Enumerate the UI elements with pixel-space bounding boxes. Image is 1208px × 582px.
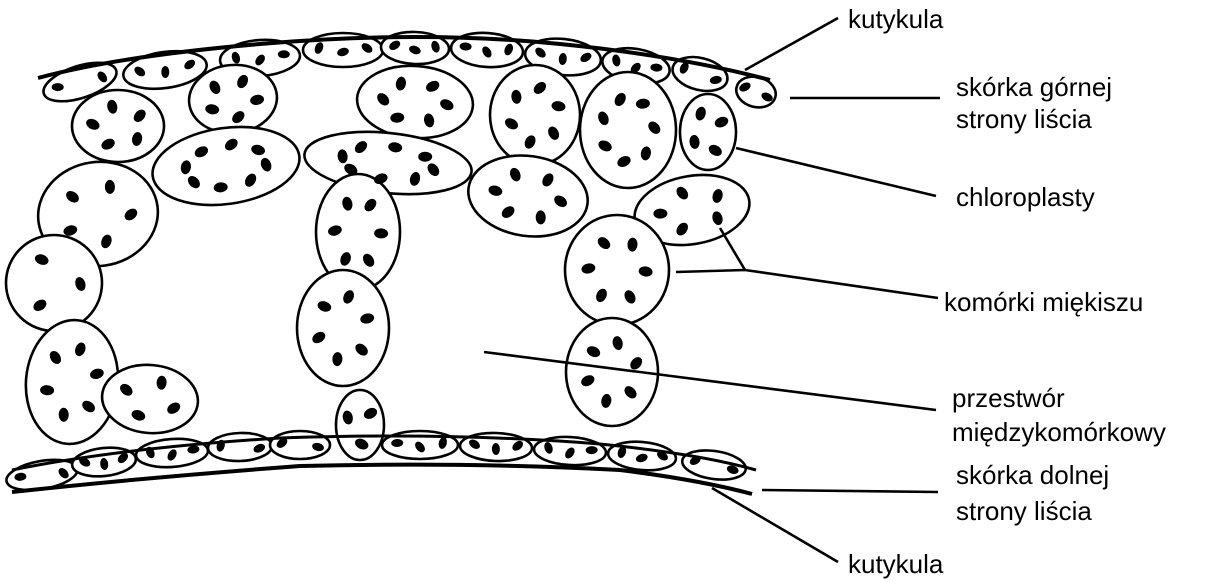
leader-lower-epidermis [762, 490, 938, 492]
label-cuticle-bottom: kutykula [848, 549, 943, 580]
label-intercellular-space-line2: międzykomórkowy [952, 417, 1166, 448]
leader-cuticle-top [745, 18, 838, 70]
chloroplast [52, 83, 64, 91]
chloroplast [161, 66, 169, 78]
parenchyma-cell [490, 65, 580, 165]
parenchyma-cell [297, 270, 389, 386]
label-chloroplasts: chloroplasty [956, 182, 1095, 213]
label-parenchyma-cells: komórki miękiszu [944, 287, 1143, 318]
leader-chloroplasts [736, 148, 936, 196]
parenchyma-cell [336, 390, 384, 460]
label-upper-epidermis-line2: strony liścia [956, 104, 1092, 135]
leader-cuticle-bottom [712, 488, 838, 562]
leader-parenchyma-cells [676, 270, 938, 298]
parenchyma-cell [72, 90, 164, 162]
label-upper-epidermis-line1: skórka górnej [956, 72, 1112, 103]
leader-intercellular-space [484, 352, 936, 410]
parenchyma-cell [147, 118, 304, 214]
chloroplast [278, 50, 290, 58]
label-intercellular-space-line1: przestwór [952, 383, 1065, 414]
parenchyma-cell [680, 94, 736, 170]
parenchyma-cell [463, 148, 593, 244]
label-cuticle-top: kutykula [848, 4, 943, 35]
parenchyma-cell [565, 215, 669, 325]
parenchyma-cell [6, 235, 102, 331]
label-lower-epidermis-line1: skórka dolnej [956, 460, 1109, 491]
parenchyma-cell [355, 62, 476, 142]
leader-parenchyma-cells-branch [720, 228, 745, 270]
parenchyma-cell [580, 72, 676, 188]
label-lower-epidermis-line2: strony liścia [956, 496, 1092, 527]
